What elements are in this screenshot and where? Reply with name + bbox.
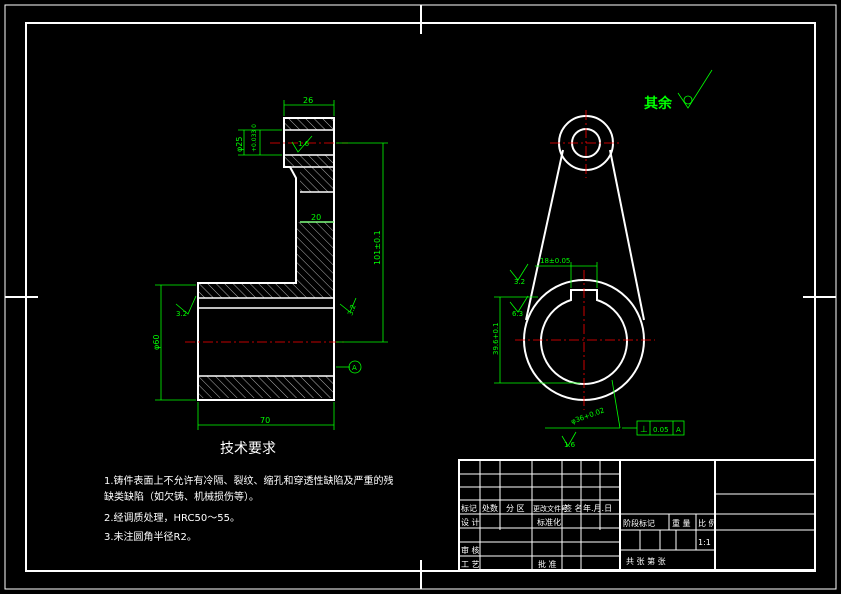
- tb-scale-value: 1:1: [698, 538, 711, 547]
- tb-design: 设 计: [461, 517, 480, 527]
- tech-req-item-4: 3.未注圆角半径R2。: [104, 530, 197, 543]
- dim-roughness-32-left: 3.2: [176, 310, 187, 318]
- tech-req-item-3: 2.经调质处理，HRC50～55。: [104, 511, 240, 524]
- datum-a-label: A: [352, 364, 357, 372]
- tb-process: 工 艺: [461, 560, 480, 569]
- dim-key-width: 18±0.05: [540, 257, 570, 265]
- dim-height-101: 101±0.1: [373, 230, 382, 265]
- dim-roughness-16: 1.6: [298, 140, 310, 148]
- hatch-top-boss-lower: [284, 155, 334, 167]
- tech-req-title: 技术要求: [220, 441, 276, 457]
- hub-bore-keyway: [540, 289, 628, 385]
- tb-standard: 标准化: [537, 517, 561, 527]
- dim-roughness-63: 6.3: [512, 310, 523, 318]
- dim-top-width: 26: [303, 96, 313, 105]
- tb-sign: 签 名: [564, 503, 583, 513]
- hatch-web-upper: [300, 167, 334, 192]
- front-view: 18±0.05 3.2 6.3 39.6+0.1 φ36+0.02 1.6 ⊥ …: [492, 69, 713, 449]
- centering-marks: [5, 5, 836, 589]
- dim-bore-dia: φ36+0.02: [570, 406, 606, 425]
- hatch-hub-bottom: [198, 376, 334, 398]
- tech-req-item-1: 1.铸件表面上不允许有冷隔、裂纹、缩孔和穿透性缺陷及严重的残: [104, 474, 394, 487]
- tb-weight: 重 量: [672, 518, 691, 528]
- tb-change-doc: 更改文件号: [533, 504, 568, 513]
- tech-requirements: 技术要求 1.铸件表面上不允许有冷隔、裂纹、缩孔和穿透性缺陷及严重的残 缺类缺陷…: [104, 441, 394, 543]
- dim-roughness-32: 3.2: [514, 278, 525, 286]
- tb-stage: 阶段标记: [623, 518, 655, 528]
- tb-review: 审 核: [461, 545, 480, 555]
- dim-bore-depth: 39.6+0.1: [492, 322, 500, 355]
- dim-bottom-width: 70: [260, 416, 270, 425]
- tol-value: 0.05: [653, 426, 669, 434]
- dim-phi60: φ60: [152, 335, 161, 350]
- hatch-web: [198, 222, 334, 298]
- tech-req-item-2: 缺类缺陷（如欠铸、机械损伤等）。: [104, 490, 259, 503]
- tb-mark: 标记: [461, 503, 477, 513]
- tb-approve: 批 准: [538, 559, 557, 569]
- dim-roughness-16: 1.6: [564, 441, 576, 449]
- tb-date: 年.月.日: [583, 503, 612, 513]
- tb-sheets: 共 张 第 张: [626, 556, 666, 566]
- other-roughness-label: 其余: [644, 95, 673, 112]
- dim-mid-width: 20: [311, 213, 321, 222]
- side-view: 26 φ25 +0.033 0 1.6 20 101±0.1 φ60 3.2 3…: [152, 96, 388, 430]
- title-block: [458, 459, 816, 571]
- hatch-top-boss: [284, 118, 334, 130]
- tb-zone: 分 区: [506, 504, 525, 513]
- tb-count: 处数: [482, 503, 498, 513]
- tb-scale: 比 例: [698, 518, 717, 528]
- inner-frame: [25, 22, 816, 572]
- dim-roughness-32-right: 3.2: [346, 303, 357, 316]
- dim-phi-tol: +0.033 0: [251, 124, 258, 152]
- dim-phi25: φ25: [235, 137, 244, 152]
- tol-datum: A: [676, 426, 681, 434]
- tol-symbol: ⊥: [640, 425, 648, 435]
